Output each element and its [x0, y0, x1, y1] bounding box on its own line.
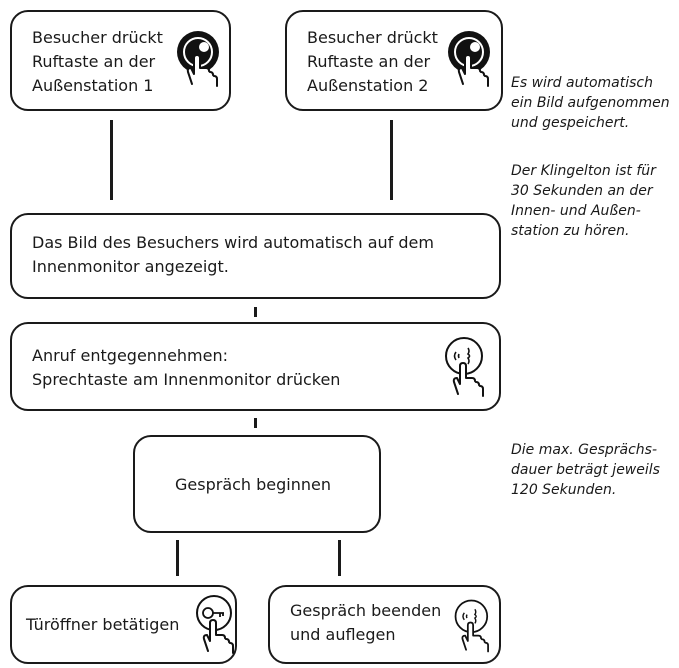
call-button-press-icon: [177, 31, 219, 87]
step-open-door: Türöffner betätigen: [10, 585, 237, 664]
step-conversation-start: Gespräch beginnen: [133, 435, 381, 533]
connector-answer-talk: [254, 418, 257, 428]
connector-monitor-answer: [254, 307, 257, 317]
step-outdoor-station-1: Besucher drückt Ruftaste an der Außensta…: [10, 10, 231, 111]
connector-talk-end: [338, 540, 341, 576]
connector-talk-door: [176, 540, 179, 576]
call-button-press-icon: [448, 31, 490, 87]
step-monitor-display-text: Das Bild des Besuchers wird automatisch …: [32, 233, 434, 276]
note-snapshot: Es wird automatisch ein Bild aufgenommen…: [511, 75, 670, 131]
step-outdoor-station-1-text: Besucher drückt Ruftaste an der Außensta…: [32, 28, 163, 95]
step-end-call-text: Gespräch beenden und auflegen: [290, 601, 442, 644]
step-monitor-display: Das Bild des Besuchers wird automatisch …: [10, 213, 501, 299]
step-conversation-start-text: Gespräch beginnen: [175, 475, 332, 494]
step-end-call: Gespräch beenden und auflegen: [268, 585, 501, 664]
connector-outdoor1-monitor: [110, 120, 113, 200]
step-answer-call: Anruf entgegennehmen: Sprechtaste am Inn…: [10, 322, 501, 411]
connector-outdoor2-monitor: [390, 120, 393, 200]
step-outdoor-station-2-text: Besucher drückt Ruftaste an der Außensta…: [307, 28, 438, 95]
step-answer-call-text: Anruf entgegennehmen: Sprechtaste am Inn…: [32, 346, 341, 389]
step-outdoor-station-2: Besucher drückt Ruftaste an der Außensta…: [285, 10, 503, 111]
note-ringtone: Der Klingelton ist für 30 Sekunden an de…: [511, 163, 656, 239]
key-button-press-icon: [196, 595, 234, 654]
speak-button-press-icon: [454, 599, 489, 653]
speak-button-press-icon: [445, 337, 484, 397]
step-open-door-text: Türöffner betätigen: [26, 615, 180, 634]
note-duration: Die max. Gesprächs- dauer beträgt jeweil…: [511, 442, 660, 498]
